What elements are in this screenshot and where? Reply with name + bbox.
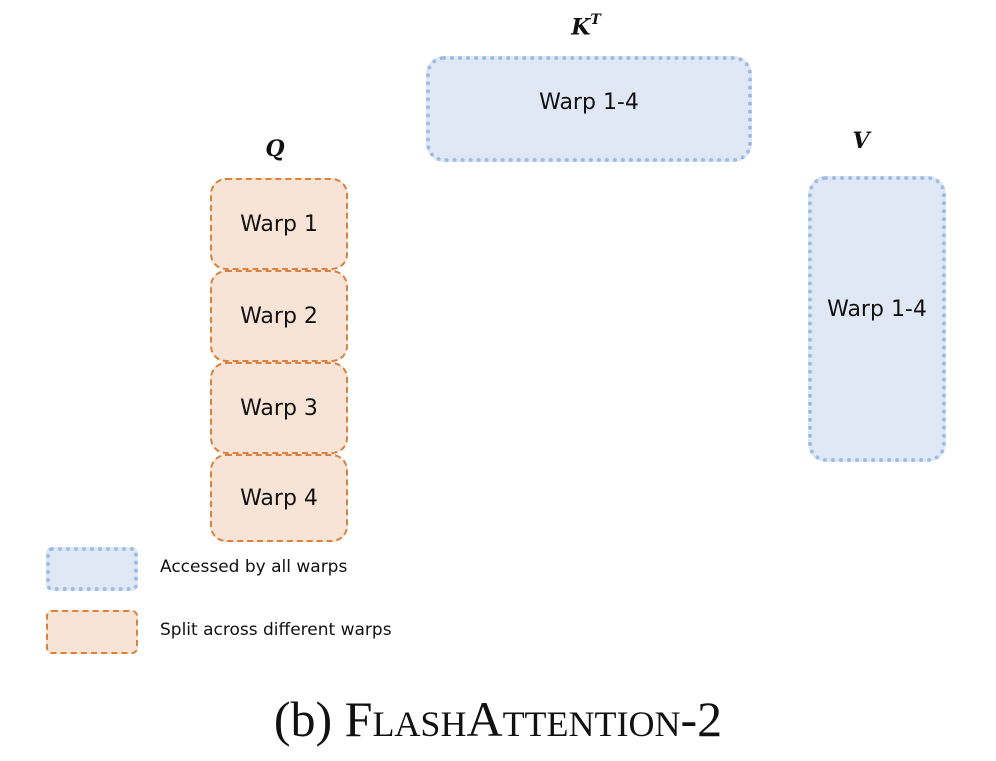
legend-split-text: Split across different warps xyxy=(160,620,392,640)
q-block-warp-4: Warp 4 xyxy=(210,454,348,542)
v-block: Warp 1-4 xyxy=(808,176,946,462)
legend-shared-text: Accessed by all warps xyxy=(160,557,348,577)
q-block-warp-1: Warp 1 xyxy=(210,178,348,270)
caption-cap-a: A xyxy=(466,691,503,747)
v-label: V xyxy=(852,128,870,154)
q-block-warp-3: Warp 3 xyxy=(210,362,348,454)
kt-block: Warp 1-4 xyxy=(426,56,752,162)
q-block-warp-1-label: Warp 1 xyxy=(240,211,318,237)
kt-block-label: Warp 1-4 xyxy=(539,89,639,115)
kt-label-base: K xyxy=(571,14,591,41)
caption-suffix: -2 xyxy=(680,691,723,747)
figure-caption: (b) FLASHATTENTION-2 xyxy=(0,690,996,748)
caption-small-1: LASH xyxy=(372,704,467,744)
legend-swatch-shared xyxy=(46,547,138,591)
caption-prefix: (b) F xyxy=(273,691,373,747)
q-matrix-label: Q xyxy=(250,136,300,162)
q-block-warp-2: Warp 2 xyxy=(210,270,348,362)
legend-swatch-split xyxy=(46,610,138,654)
q-label: Q xyxy=(265,136,285,162)
q-block-warp-2-label: Warp 2 xyxy=(240,303,318,329)
kt-label-superscript: T xyxy=(590,12,601,28)
v-block-label: Warp 1-4 xyxy=(827,296,927,322)
kt-matrix-label: KT xyxy=(556,12,616,41)
q-block-warp-3-label: Warp 3 xyxy=(240,395,318,421)
v-matrix-label: V xyxy=(836,128,886,154)
q-block-warp-4-label: Warp 4 xyxy=(240,485,318,511)
caption-small-2: TTENTION xyxy=(502,704,681,744)
